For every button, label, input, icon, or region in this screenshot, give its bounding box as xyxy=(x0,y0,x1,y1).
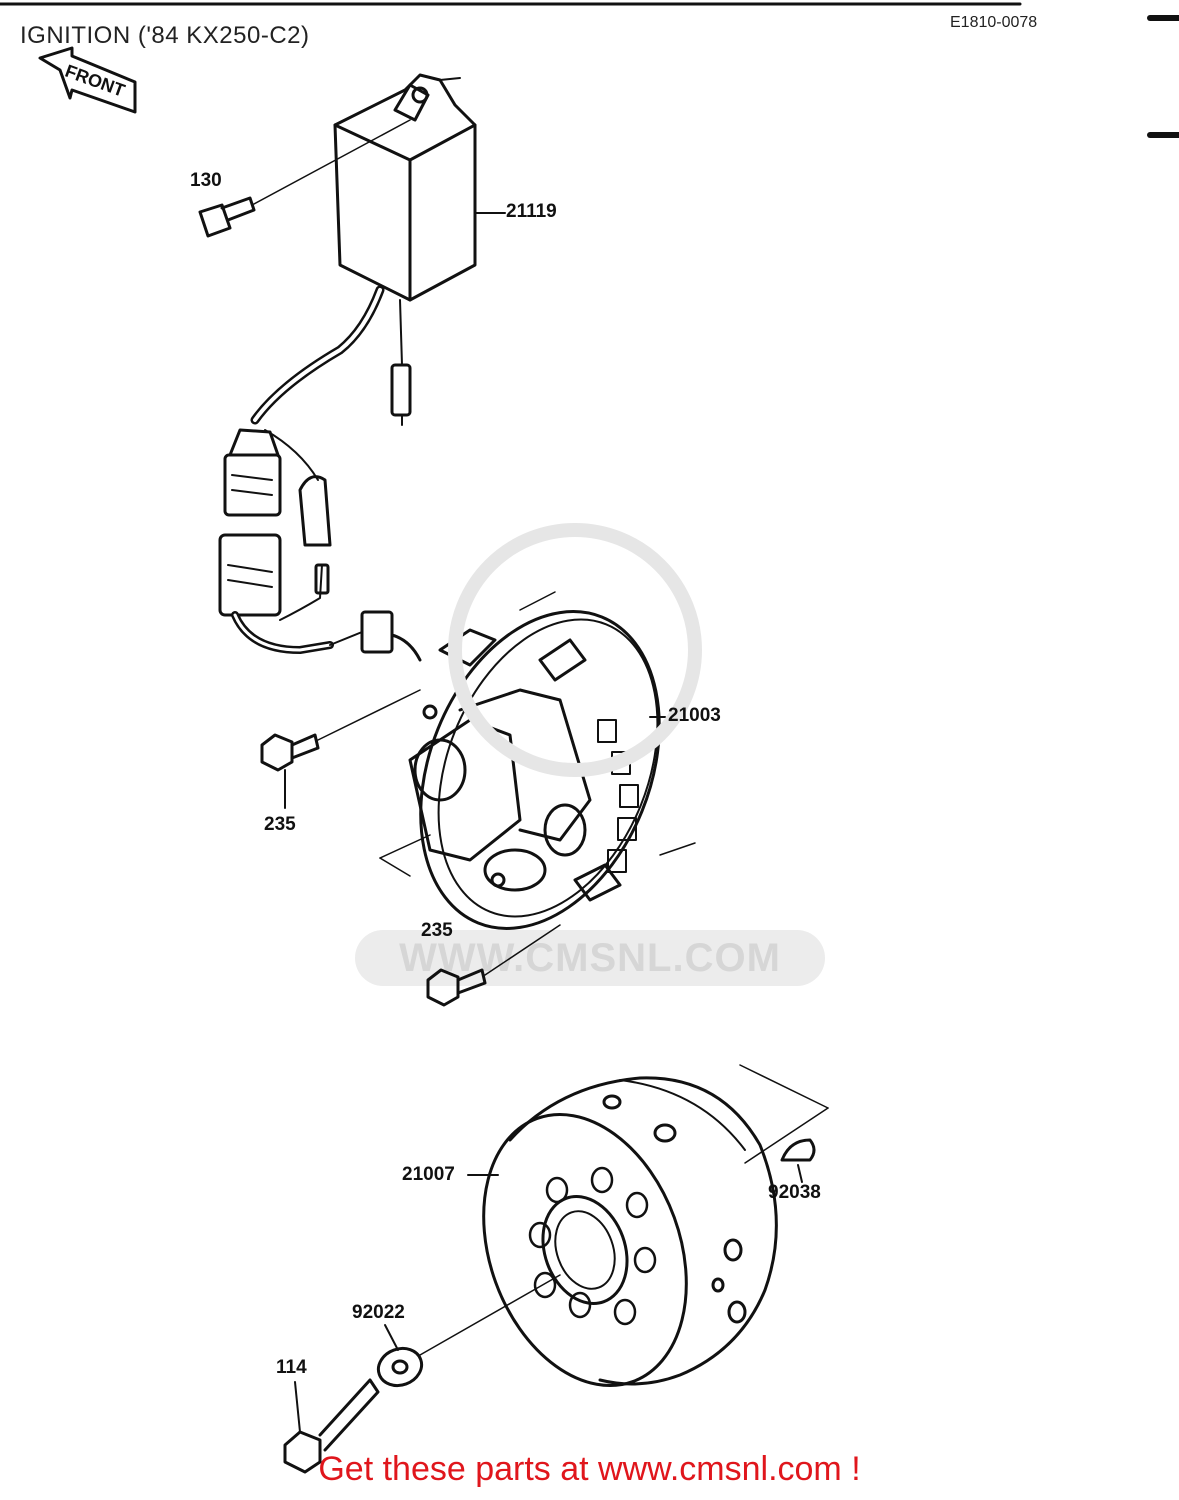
label-235-upper: 235 xyxy=(264,814,296,835)
label-21003: 21003 xyxy=(668,705,721,726)
promo-link-text[interactable]: Get these parts at www.cmsnl.com ! xyxy=(318,1450,861,1488)
label-92038: 92038 xyxy=(768,1182,821,1203)
screw-235-upper-icon xyxy=(260,689,421,809)
flywheel-21007-icon xyxy=(482,1076,778,1388)
bolt-114-icon xyxy=(283,1378,380,1474)
diagram-title: IGNITION ('84 KX250-C2) xyxy=(20,22,310,49)
cdi-unit-icon xyxy=(333,73,477,302)
screw-235-lower-icon xyxy=(426,924,561,1007)
diagram-code: E1810-0078 xyxy=(950,14,1038,31)
key-92038-icon xyxy=(780,1138,816,1183)
label-235-lower: 235 xyxy=(421,920,453,941)
label-21007: 21007 xyxy=(402,1164,455,1185)
bolt-130-icon xyxy=(198,119,411,238)
label-92022: 92022 xyxy=(352,1302,405,1323)
label-21119: 21119 xyxy=(506,201,557,222)
stator-21003-icon xyxy=(408,610,661,930)
washer-92022-icon xyxy=(376,1324,424,1388)
label-130: 130 xyxy=(190,170,222,191)
front-arrow-icon: FRONT xyxy=(38,46,137,114)
label-114: 114 xyxy=(276,1357,307,1378)
